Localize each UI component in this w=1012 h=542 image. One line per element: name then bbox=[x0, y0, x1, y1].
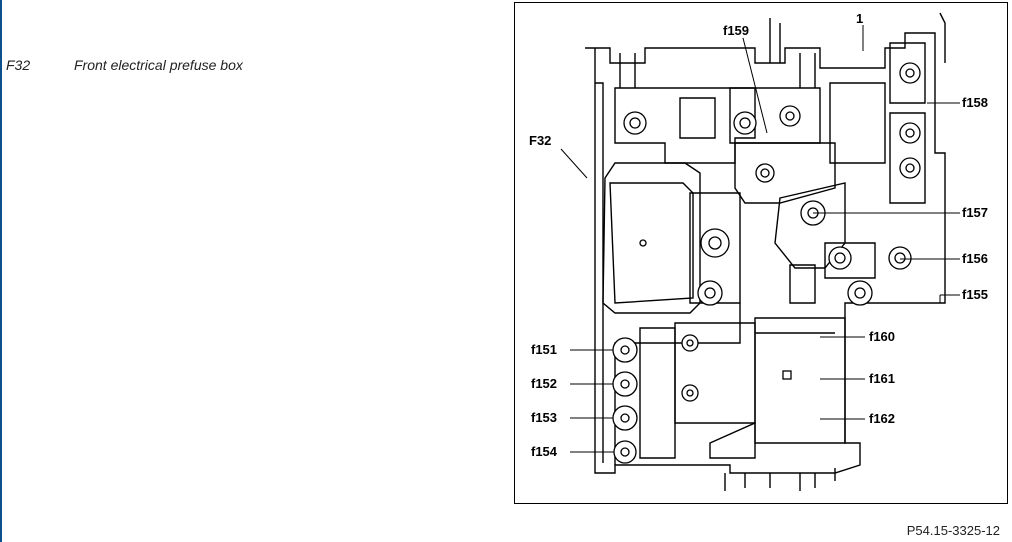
callout-f157: f157 bbox=[962, 205, 988, 220]
terminal-studs bbox=[612, 62, 921, 464]
callout-1: 1 bbox=[856, 11, 863, 26]
callout-f161: f161 bbox=[869, 371, 895, 386]
callout-f162: f162 bbox=[869, 411, 895, 426]
diagram-frame: 1 F32 f159 f158 f157 f156 f155 f160 f161… bbox=[514, 2, 1008, 504]
leader-lines bbox=[560, 25, 960, 453]
callout-f151: f151 bbox=[531, 342, 557, 357]
callout-f153: f153 bbox=[531, 410, 557, 425]
callout-f156: f156 bbox=[962, 251, 988, 266]
prefuse-box-drawing: 1 F32 f159 f158 f157 f156 f155 f160 f161… bbox=[529, 11, 988, 491]
callout-f154: f154 bbox=[531, 444, 558, 459]
callout-f159: f159 bbox=[723, 23, 749, 38]
callout-f160: f160 bbox=[869, 329, 895, 344]
left-margin-rule bbox=[0, 0, 2, 542]
callout-f152: f152 bbox=[531, 376, 557, 391]
callout-f32: F32 bbox=[529, 133, 551, 148]
housing-outline bbox=[585, 12, 946, 491]
callout-f155: f155 bbox=[962, 287, 988, 302]
callout-f158: f158 bbox=[962, 95, 988, 110]
figure-reference: P54.15-3325-12 bbox=[906, 523, 1000, 538]
legend-code: F32 bbox=[6, 57, 31, 73]
legend-description: Front electrical prefuse box bbox=[74, 57, 243, 73]
